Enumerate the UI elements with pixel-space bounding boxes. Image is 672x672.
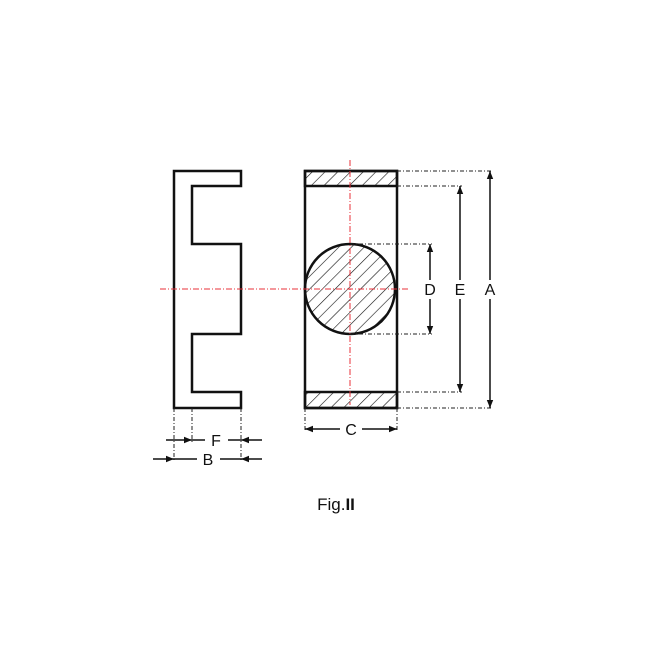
- svg-text:A: A: [485, 282, 496, 299]
- svg-text:F: F: [211, 433, 221, 450]
- dimension-b: B: [153, 452, 262, 469]
- caption-numeral: II: [345, 495, 355, 514]
- svg-text:D: D: [424, 282, 436, 299]
- dimension-a: A: [485, 171, 496, 408]
- svg-text:B: B: [203, 452, 214, 469]
- dimension-d: D: [424, 244, 436, 334]
- svg-text:E: E: [455, 282, 466, 299]
- figure-caption: Fig.II: [0, 495, 672, 515]
- dimension-e: E: [455, 186, 466, 392]
- svg-text:C: C: [345, 422, 357, 439]
- dimension-f: F: [166, 433, 262, 450]
- extension-lines: [173, 170, 492, 462]
- dimension-c: C: [305, 422, 397, 439]
- caption-prefix: Fig.: [317, 495, 346, 514]
